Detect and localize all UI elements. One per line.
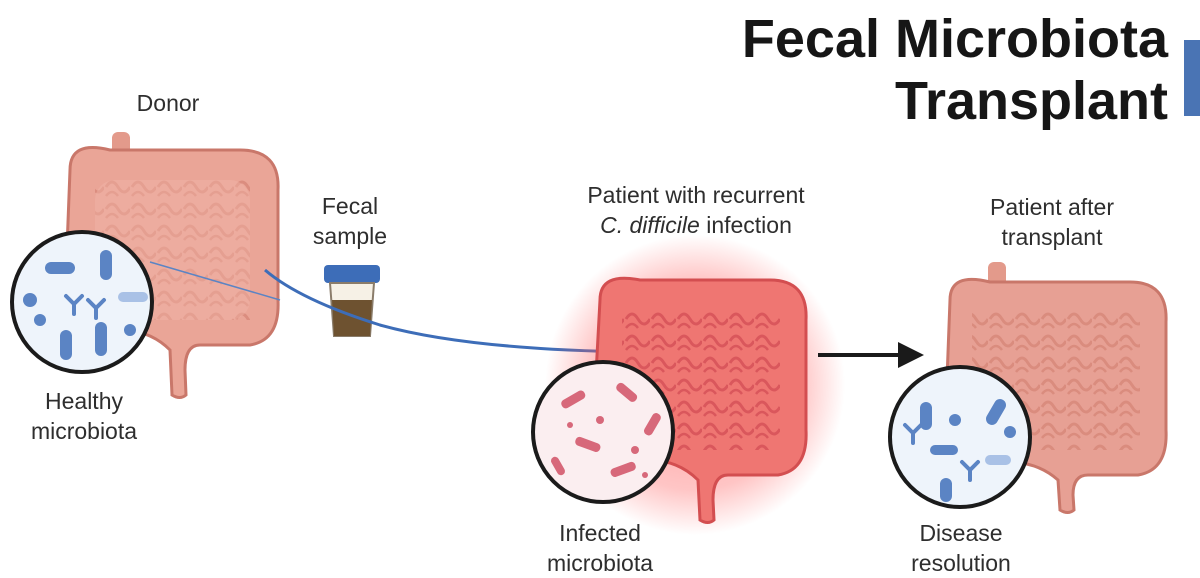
pathogen-name: C. difficile bbox=[600, 212, 700, 238]
patient-label-line-1: Patient with recurrent bbox=[556, 180, 836, 210]
resolution-microbiota-magnifier-icon bbox=[890, 367, 1030, 507]
infected-label-line-2: microbiota bbox=[540, 548, 660, 578]
fecal-label-line-2: sample bbox=[300, 221, 400, 251]
infected-label-line-1: Infected bbox=[540, 518, 660, 548]
patient-label-infection: infection bbox=[700, 212, 792, 238]
resolution-line-1: Disease bbox=[896, 518, 1026, 548]
healthy-label-line-2: microbiota bbox=[14, 416, 154, 446]
healthy-microbiota-label: Healthy microbiota bbox=[14, 386, 154, 446]
infected-microbiota-magnifier-icon bbox=[533, 362, 673, 502]
infected-microbiota-label: Infected microbiota bbox=[540, 518, 660, 578]
patient-after-label: Patient after transplant bbox=[972, 192, 1132, 252]
sample-jar-icon bbox=[324, 265, 380, 336]
patient-after-line-2: transplant bbox=[972, 222, 1132, 252]
fecal-label-line-1: Fecal bbox=[300, 191, 400, 221]
fecal-sample-label: Fecal sample bbox=[300, 191, 400, 251]
patient-after-line-1: Patient after bbox=[972, 192, 1132, 222]
patient-label-line-2: C. difficile infection bbox=[556, 210, 836, 240]
disease-resolution-label: Disease resolution bbox=[896, 518, 1026, 578]
patient-label: Patient with recurrent C. difficile infe… bbox=[556, 180, 836, 240]
resolution-line-2: resolution bbox=[896, 548, 1026, 578]
healthy-label-line-1: Healthy bbox=[14, 386, 154, 416]
donor-label: Donor bbox=[118, 88, 218, 118]
